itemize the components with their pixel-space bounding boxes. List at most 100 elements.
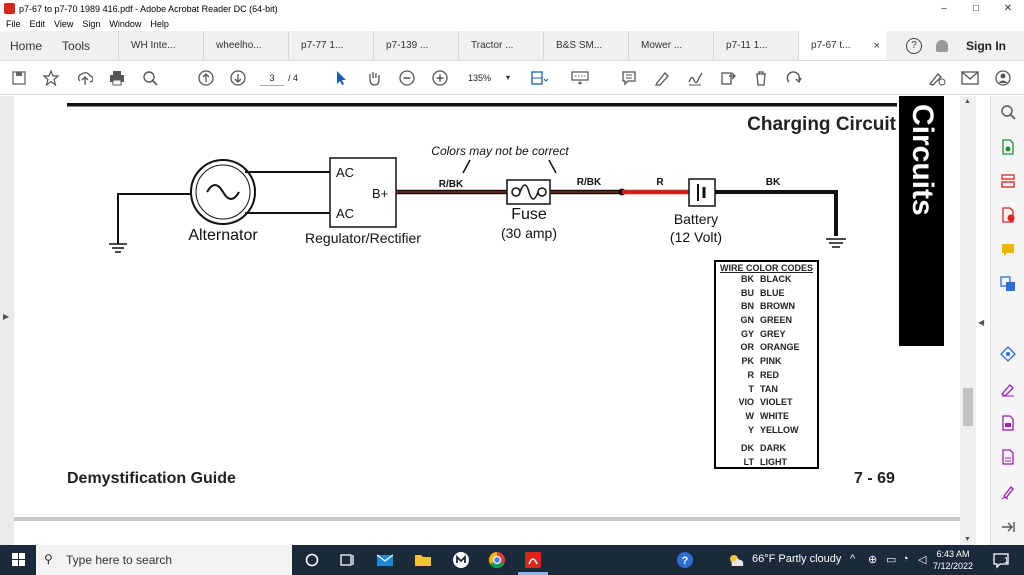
scroll-down-icon[interactable]: ▼	[964, 536, 971, 543]
comment-tool-icon[interactable]	[1000, 242, 1016, 258]
organize-pages-icon[interactable]	[1000, 173, 1016, 189]
scrollbar-thumb[interactable]	[963, 388, 973, 426]
notifications-icon[interactable]: 1	[992, 551, 1010, 569]
notification-bell-icon[interactable]	[936, 39, 948, 52]
tab-home[interactable]: Home	[10, 39, 43, 53]
highlight-pen-icon[interactable]	[653, 70, 671, 86]
wire-code: BN	[741, 301, 754, 312]
svg-text:1: 1	[1004, 556, 1009, 565]
colors-note: Colors may not be correct	[431, 144, 569, 158]
document-tab[interactable]: B&S SM...	[543, 31, 628, 60]
bookmark-star-icon[interactable]	[42, 70, 60, 86]
hand-tool-icon[interactable]	[365, 70, 383, 86]
help-tray-icon[interactable]: ?	[676, 551, 694, 569]
document-tab-active[interactable]: p7-67 t... ×	[798, 31, 887, 60]
note-pointer-right	[548, 159, 557, 174]
menu-file[interactable]: File	[6, 19, 21, 29]
fill-sign-icon[interactable]	[1000, 381, 1016, 397]
footer-page-number: 7 - 69	[854, 470, 895, 487]
taskbar-search-box[interactable]: ⚲ Type here to search	[36, 545, 292, 575]
search-doc-icon[interactable]	[141, 70, 159, 86]
rotate-icon[interactable]	[785, 70, 803, 86]
email-icon[interactable]	[961, 70, 979, 86]
zoom-out-icon[interactable]	[398, 70, 416, 86]
weather-text[interactable]: 66°F Partly cloudy	[752, 553, 842, 565]
tray-chevron-icon[interactable]: ^	[850, 553, 856, 565]
task-view-icon[interactable]	[338, 551, 356, 569]
mail-app-icon[interactable]	[376, 551, 394, 569]
sign-icon[interactable]	[686, 70, 704, 86]
file-explorer-icon[interactable]	[414, 551, 432, 569]
page-number-input[interactable]: 3	[260, 70, 284, 86]
stamp-icon[interactable]	[719, 70, 737, 86]
export-pdf-icon[interactable]	[1000, 139, 1016, 155]
cortana-icon[interactable]	[303, 551, 321, 569]
combine-files-icon[interactable]	[1000, 276, 1016, 292]
tray-network-icon[interactable]: ⊕	[868, 554, 878, 566]
menu-edit[interactable]: Edit	[29, 19, 46, 29]
document-tab[interactable]: Tractor ...	[458, 31, 543, 60]
keyboard-icon[interactable]	[571, 70, 589, 86]
signature-pen-icon[interactable]	[1000, 484, 1016, 500]
document-tab[interactable]: Mower ...	[628, 31, 713, 60]
close-tab-icon[interactable]: ×	[873, 40, 881, 52]
vertical-scrollbar[interactable]: ▲ ▼	[960, 96, 976, 545]
windows-start-icon[interactable]	[12, 553, 25, 566]
collapse-tools-pane-icon[interactable]: ◀	[978, 318, 985, 327]
zoom-select[interactable]: 135%	[462, 70, 514, 86]
save-icon[interactable]	[10, 70, 28, 86]
sign-in-button[interactable]: Sign In	[966, 38, 1006, 53]
pane-collapse-arrow-icon[interactable]	[1000, 519, 1016, 535]
maximize-button[interactable]: □	[972, 3, 980, 14]
menu-sign[interactable]: Sign	[82, 19, 101, 29]
wire-code: T	[748, 383, 755, 394]
menu-help[interactable]: Help	[150, 19, 169, 29]
close-window-button[interactable]: ✕	[1003, 3, 1013, 14]
scroll-up-icon[interactable]: ▲	[964, 98, 971, 105]
select-arrow-icon[interactable]	[332, 70, 350, 86]
fit-page-icon[interactable]	[531, 70, 549, 86]
taskbar-clock[interactable]: 6:43 AM 7/12/2022	[930, 548, 976, 572]
tray-volume-icon[interactable]: ◁	[918, 554, 927, 566]
tray-battery-icon[interactable]: ▭	[886, 554, 897, 566]
document-tab[interactable]: p7-139 ...	[373, 31, 458, 60]
wire-r-label: R	[656, 177, 664, 188]
zoom-search-icon[interactable]	[1000, 104, 1016, 120]
app-circle-icon[interactable]	[452, 551, 470, 569]
comment-icon[interactable]	[620, 70, 638, 86]
share-user-icon[interactable]	[994, 70, 1012, 86]
expand-nav-icon[interactable]: ▶	[3, 312, 10, 321]
page-up-icon[interactable]	[197, 70, 215, 86]
page-down-icon[interactable]	[229, 70, 247, 86]
menu-window[interactable]: Window	[109, 19, 142, 29]
left-nav-panel[interactable]: ▶	[0, 96, 14, 545]
clock-time: 6:43 AM	[936, 549, 970, 559]
wire-rbk-2-label: R/BK	[577, 177, 602, 188]
wire-code: VIO	[738, 397, 754, 408]
wire-code: GY	[740, 328, 754, 339]
chrome-icon[interactable]	[488, 551, 506, 569]
document-tab[interactable]: p7-77 1...	[288, 31, 373, 60]
upload-icon[interactable]	[76, 70, 94, 86]
toolbar: 3 / 4 135%	[0, 61, 1024, 95]
top-rule	[67, 103, 897, 107]
tabbar-right: ? Sign In	[906, 31, 1024, 60]
print-icon[interactable]	[108, 70, 126, 86]
document-tab[interactable]: WH Inte...	[118, 31, 203, 60]
edit-pdf-icon[interactable]	[1000, 346, 1016, 362]
acrobat-taskbar-icon[interactable]	[524, 551, 542, 569]
delete-icon[interactable]	[752, 70, 770, 86]
pen-link-icon[interactable]	[928, 70, 946, 86]
tab-tools[interactable]: Tools	[62, 39, 91, 53]
document-tab[interactable]: p7-11 1...	[713, 31, 798, 60]
document-tab[interactable]: wheelho...	[203, 31, 288, 60]
tray-wifi-icon[interactable]: ◔	[902, 553, 909, 565]
menu-view[interactable]: View	[54, 19, 74, 29]
zoom-in-icon[interactable]	[431, 70, 449, 86]
more-tools-doc-icon[interactable]	[1000, 449, 1016, 465]
protect-pdf-icon[interactable]	[1000, 415, 1016, 431]
create-pdf-icon[interactable]	[1000, 207, 1016, 223]
minimize-button[interactable]: –	[941, 3, 947, 14]
help-icon[interactable]: ?	[906, 37, 922, 54]
